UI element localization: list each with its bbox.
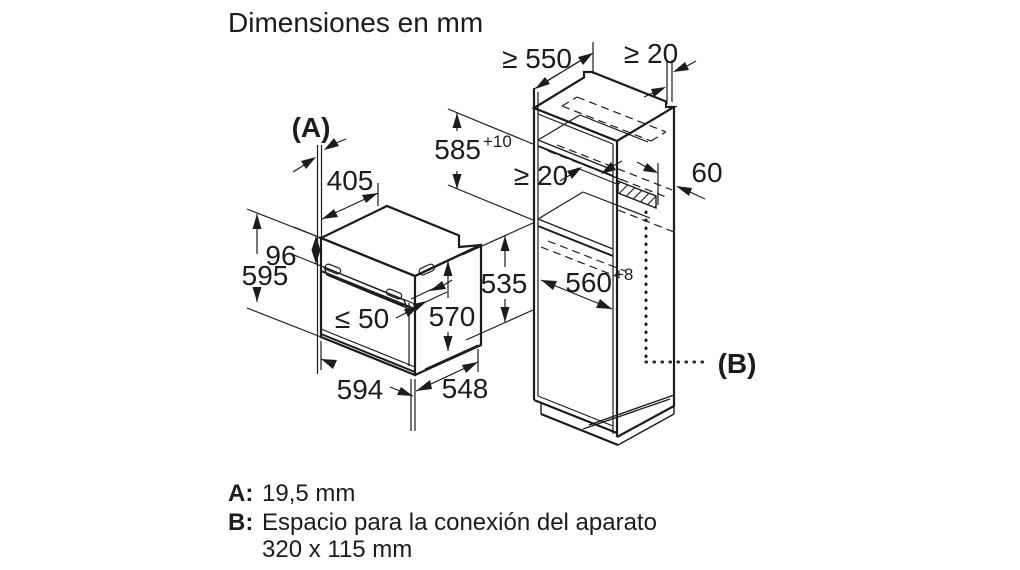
dim-548-label: 548 <box>442 373 489 404</box>
dim-594-label: 594 <box>337 374 384 405</box>
cabinet-dimensions: ≥ 550 ≥ 20 585 +10 ≥ 20 60 560 + <box>434 38 756 379</box>
oven-drawing <box>318 204 483 377</box>
ref-a-label: (A) <box>292 112 331 143</box>
ref-b-label: (B) <box>718 348 757 379</box>
dim-585-tolerance: +10 <box>483 132 512 151</box>
dim-20-top-label: ≥ 20 <box>624 38 678 69</box>
legend-a-key: A: <box>228 480 253 507</box>
legend-a-value: 19,5 mm <box>262 480 355 507</box>
page-title: Dimensiones en mm <box>228 7 483 38</box>
legend-b-key: B: <box>228 509 253 536</box>
dim-60-label: 60 <box>691 157 722 188</box>
oven-dimensions: (A) 405 96 595 ≤ 50 570 <box>242 112 534 431</box>
dim-96-label: 96 <box>265 240 296 271</box>
legend: A: 19,5 mm B: Espacio para la conexión d… <box>228 480 657 563</box>
dim-le50-label: ≤ 50 <box>335 303 389 334</box>
dim-560-tolerance: +8 <box>614 265 633 284</box>
legend-b-value: Espacio para la conexión del aparato <box>262 509 657 536</box>
legend-b-value-2: 320 x 115 mm <box>262 536 412 563</box>
cabinet-drawing <box>531 70 710 447</box>
connection-strip-hatch <box>617 179 657 210</box>
dim-20-inner-label: ≥ 20 <box>514 160 568 191</box>
dim-550-label: ≥ 550 <box>502 43 572 74</box>
dim-405-label: 405 <box>327 165 374 196</box>
dim-570-label: 570 <box>429 301 476 332</box>
dim-595-label: 595 <box>242 260 289 291</box>
dim-585-label: 585 <box>434 134 481 165</box>
side-grip-cutout <box>418 263 435 276</box>
dim-560-label: 560 <box>565 267 612 298</box>
oven-handle <box>322 265 409 310</box>
dim-535-label: 535 <box>481 268 528 299</box>
